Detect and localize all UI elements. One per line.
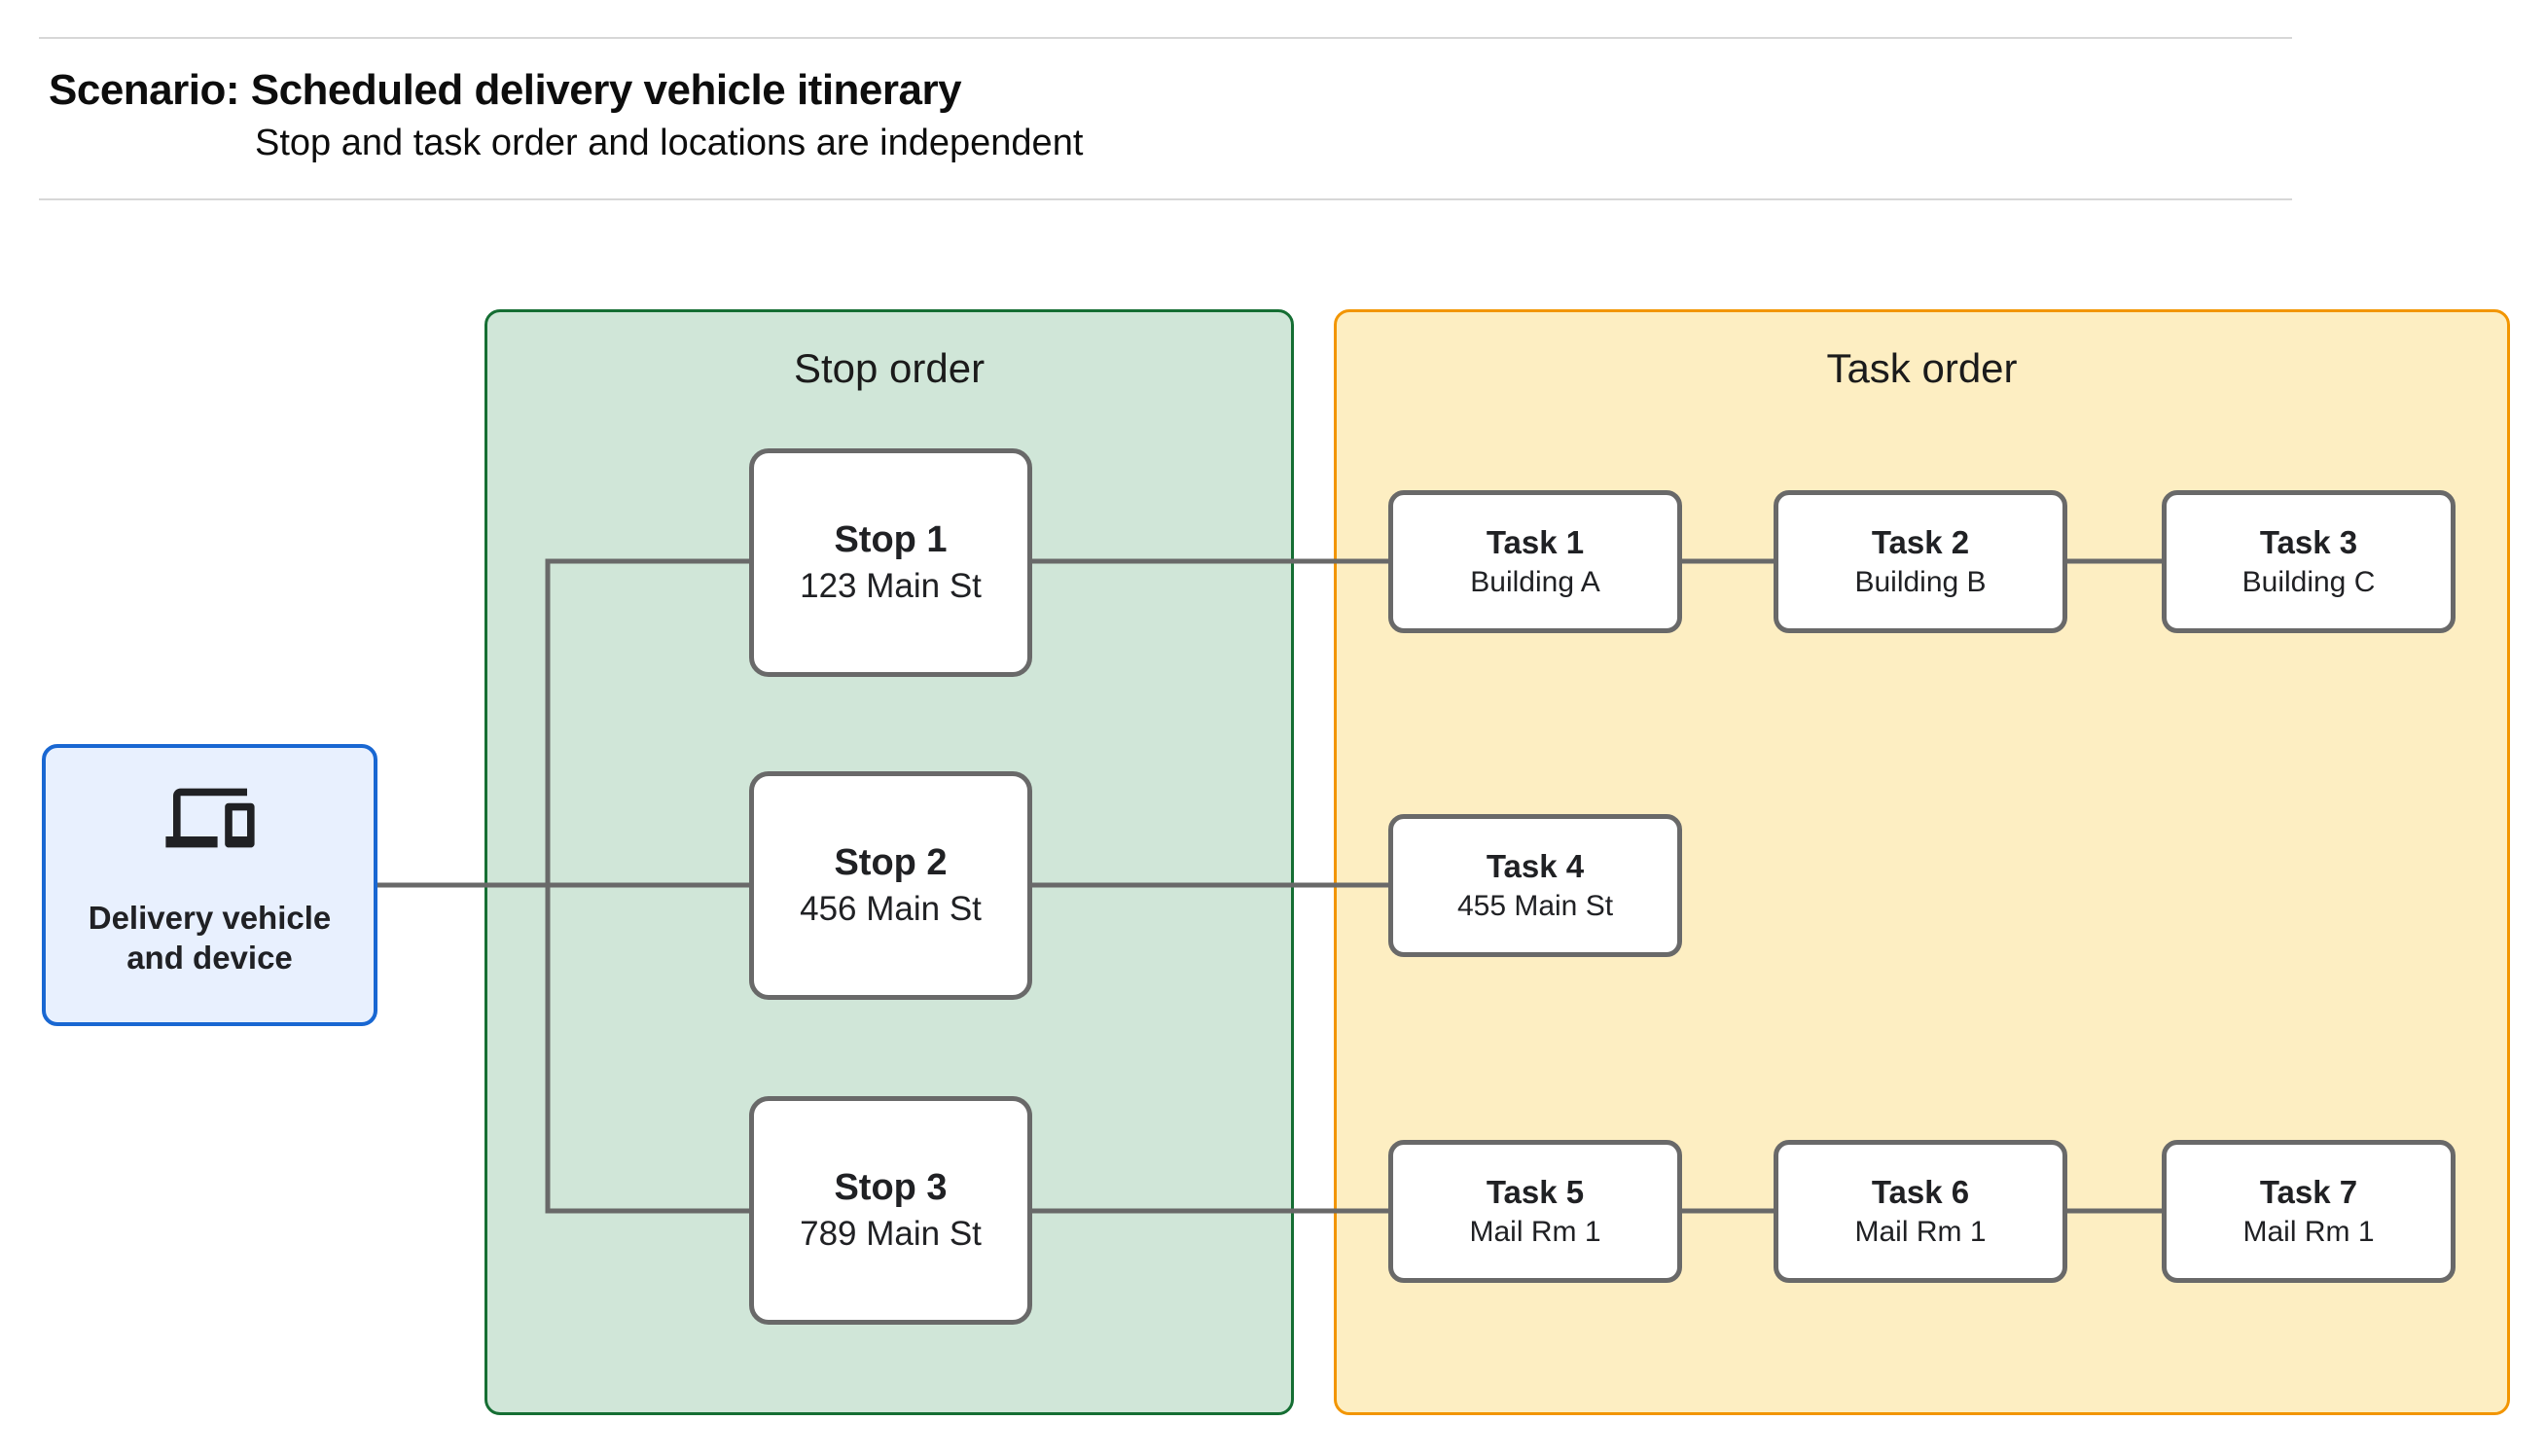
stop-2-title: Stop 2 bbox=[834, 842, 948, 883]
stop-1-title: Stop 1 bbox=[834, 519, 948, 560]
stop-order-panel-title: Stop order bbox=[793, 345, 986, 391]
task-node-2: Task 2 Building B bbox=[1774, 490, 2067, 633]
task-5-subtitle: Mail Rm 1 bbox=[1469, 1215, 1601, 1248]
task-node-1: Task 1 Building A bbox=[1388, 490, 1682, 633]
task-3-title: Task 3 bbox=[2259, 524, 2358, 561]
delivery-vehicle-node: Delivery vehicle and device bbox=[42, 744, 377, 1026]
task-7-subtitle: Mail Rm 1 bbox=[2242, 1215, 2375, 1248]
task-7-title: Task 7 bbox=[2259, 1174, 2358, 1211]
task-1-subtitle: Building A bbox=[1470, 565, 1600, 598]
task-5-title: Task 5 bbox=[1486, 1174, 1585, 1211]
header-divider-bottom bbox=[39, 198, 2292, 200]
stop-1-subtitle: 123 Main St bbox=[800, 566, 982, 605]
task-6-subtitle: Mail Rm 1 bbox=[1854, 1215, 1987, 1248]
task-2-title: Task 2 bbox=[1871, 524, 1970, 561]
task-node-6: Task 6 Mail Rm 1 bbox=[1774, 1140, 2067, 1283]
task-4-title: Task 4 bbox=[1486, 848, 1585, 885]
task-1-title: Task 1 bbox=[1486, 524, 1585, 561]
devices-icon bbox=[164, 788, 255, 848]
delivery-vehicle-label: Delivery vehicle and device bbox=[88, 900, 332, 977]
stop-node-3: Stop 3 789 Main St bbox=[749, 1096, 1032, 1325]
task-node-4: Task 4 455 Main St bbox=[1388, 814, 1682, 957]
task-3-subtitle: Building C bbox=[2241, 565, 2376, 598]
task-6-title: Task 6 bbox=[1871, 1174, 1970, 1211]
header-divider-top bbox=[39, 37, 2292, 39]
stop-3-title: Stop 3 bbox=[834, 1167, 948, 1208]
stop-3-subtitle: 789 Main St bbox=[800, 1214, 982, 1253]
task-node-7: Task 7 Mail Rm 1 bbox=[2162, 1140, 2456, 1283]
task-2-subtitle: Building B bbox=[1854, 565, 1987, 598]
page-title: Scenario: Scheduled delivery vehicle iti… bbox=[49, 66, 962, 114]
task-order-panel-title: Task order bbox=[1826, 345, 2018, 391]
task-node-5: Task 5 Mail Rm 1 bbox=[1388, 1140, 1682, 1283]
task-4-subtitle: 455 Main St bbox=[1456, 889, 1614, 922]
stop-node-2: Stop 2 456 Main St bbox=[749, 771, 1032, 1000]
stop-2-subtitle: 456 Main St bbox=[800, 889, 982, 928]
task-node-3: Task 3 Building C bbox=[2162, 490, 2456, 633]
stop-node-1: Stop 1 123 Main St bbox=[749, 448, 1032, 677]
page-subtitle: Stop and task order and locations are in… bbox=[255, 123, 1084, 163]
